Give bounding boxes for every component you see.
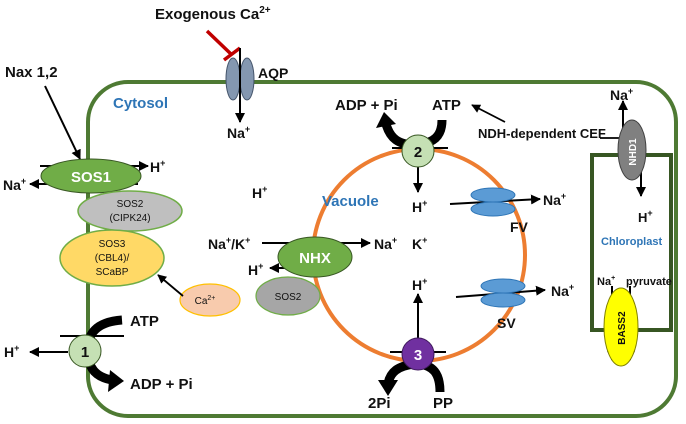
pump2-atp-label: ATP xyxy=(432,97,461,114)
vacuole-k-label: K+ xyxy=(412,235,427,252)
sos1-na-label: Na+ xyxy=(3,176,26,193)
fv-channel-top xyxy=(470,187,516,203)
fv-label: FV xyxy=(510,219,529,235)
sos2-nhx-label: SOS2 xyxy=(275,292,302,303)
pump1-adp-arrowhead xyxy=(108,370,124,392)
sos2-cipk24-label-2: (CIPK24) xyxy=(109,213,150,224)
nhx-na-k-label: Na+/K+ xyxy=(208,235,250,252)
sos1-label: SOS1 xyxy=(71,169,111,186)
pump1-adp-label: ADP + Pi xyxy=(130,376,193,393)
nhx-antiporter xyxy=(277,236,353,278)
pump3-pp-label: PP xyxy=(433,395,453,412)
nax-label: Nax 1,2 xyxy=(5,64,58,81)
aqp-channel xyxy=(225,48,255,123)
sos3-label-3: SCaBP xyxy=(96,267,129,278)
sos2-cipk24 xyxy=(77,190,183,232)
nax-arrow xyxy=(44,85,81,160)
pump3-label: 3 xyxy=(414,347,422,364)
sv-channel-top xyxy=(480,278,526,294)
pump1-atp-label: ATP xyxy=(130,313,159,330)
sos2-cipk24-label: SOS2 xyxy=(117,199,144,210)
sos3-label-1: SOS3 xyxy=(99,239,126,250)
cytosol-label: Cytosol xyxy=(113,95,168,112)
nhd1-h-label: H+ xyxy=(638,208,653,225)
pump1 xyxy=(68,334,102,368)
vacuole-na-label: Na+ xyxy=(374,235,397,252)
ndh-cef-arrow xyxy=(471,104,506,123)
pump3-2pi-label: 2Pi xyxy=(368,395,391,412)
nhx-h-label: H+ xyxy=(248,261,263,278)
pump2 xyxy=(401,134,435,168)
ca-cytosol xyxy=(179,283,241,317)
sos3-cbl4-scabp xyxy=(59,229,165,287)
bass2-na-label: Na+ xyxy=(597,275,615,288)
nhx-label: NHX xyxy=(299,250,331,267)
exogenous-ca-label: Exogenous Ca2+ xyxy=(155,5,271,23)
inhibition-arrow xyxy=(205,29,242,62)
ca-to-sos3-arrow xyxy=(157,274,184,297)
pump3 xyxy=(401,337,435,371)
pump2-adp-label: ADP + Pi xyxy=(335,97,398,114)
nhd1-na-label: Na+ xyxy=(610,86,633,103)
cytosol-h-label: H+ xyxy=(252,184,267,201)
pump2-adp-arrowhead xyxy=(376,112,396,128)
sv-channel-bottom xyxy=(480,292,526,308)
sv-label: SV xyxy=(497,315,516,331)
fv-channel-bottom xyxy=(470,201,516,217)
pump2-h-label: H+ xyxy=(412,198,427,215)
pump1-h-label: H+ xyxy=(4,343,19,360)
bass2-label: BASS2 xyxy=(617,311,628,345)
sos3-label-2: (CBL4)/ xyxy=(95,253,130,264)
nhd1-antiporter xyxy=(617,119,647,181)
vacuole-label: Vacuole xyxy=(322,193,379,210)
bass2-transporter xyxy=(603,287,639,367)
bass2-pyruvate-label: pyruvate xyxy=(626,276,672,288)
aqp-na-label: Na+ xyxy=(227,124,250,141)
sv-na-label: Na+ xyxy=(551,282,574,299)
sos1-transporter xyxy=(40,158,142,194)
pump3-2pi-arrowhead xyxy=(378,380,398,396)
pump3-h-label: H+ xyxy=(412,276,427,293)
chloroplast-label: Chloroplast xyxy=(601,236,662,248)
nhd1-label: NHD1 xyxy=(628,138,639,166)
sos2-nhx xyxy=(255,276,321,316)
ca-cytosol-label: Ca2+ xyxy=(195,295,216,307)
pump2-label: 2 xyxy=(414,144,422,161)
ndh-cef-label: NDH-dependent CEF xyxy=(478,126,606,141)
fv-na-label: Na+ xyxy=(543,191,566,208)
aqp-label: AQP xyxy=(258,65,288,81)
pump1-label: 1 xyxy=(81,344,89,361)
sos1-h-label: H+ xyxy=(150,158,165,175)
